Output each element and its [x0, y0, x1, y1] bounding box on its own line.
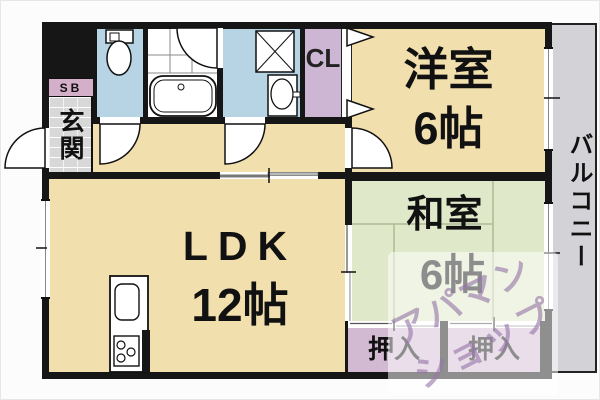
ldk-japanese-fusuma-icon — [341, 225, 356, 321]
balcony-area — [552, 23, 597, 373]
watermark: アパマン ショップ — [385, 248, 561, 397]
closet-cl-label: CL — [305, 43, 341, 73]
shoe-box: SB — [49, 78, 93, 97]
swing-doors — [4, 27, 393, 169]
kitchen-sink-icon — [114, 283, 140, 321]
toilet-icon — [105, 29, 134, 76]
western-room-door-swing-icon — [351, 127, 393, 169]
western-room-door-opening — [345, 128, 352, 168]
closet-folding-door — [341, 29, 352, 117]
watermark-text: アパマン ショップ — [372, 239, 575, 400]
entrance-door-swing-icon — [4, 127, 46, 169]
japanese-room-name: 和室 — [406, 194, 483, 236]
washbasin-icon — [267, 74, 301, 117]
closet-cl — [305, 29, 341, 117]
toilet-door-swing-icon — [99, 123, 141, 165]
bathtub-icon — [149, 75, 217, 117]
kitchen-unit — [109, 275, 150, 373]
toilet-door-opening — [100, 117, 140, 124]
ldk-name: LDK — [182, 223, 298, 269]
shoe-box-label: SB — [59, 80, 83, 95]
ldk-size: 12帖 — [191, 279, 289, 331]
western-room-name: 洋室 — [403, 44, 494, 95]
washing-machine-pan-icon — [255, 30, 295, 73]
ldk-window-icon — [36, 199, 50, 299]
hall-ldk-sliding-door-icon — [220, 168, 319, 183]
folding-door-icon — [346, 26, 376, 120]
balcony-label: バルコニー — [565, 132, 592, 272]
bath-door-swing-icon — [176, 27, 218, 69]
washroom-door-opening — [225, 117, 265, 124]
western-room-size: 6帖 — [413, 103, 484, 154]
entrance-label: 玄関 — [56, 107, 84, 162]
kitchen-wall-stub — [142, 330, 150, 372]
western-room-balcony-window-icon — [544, 47, 560, 151]
bath-door-opening — [217, 28, 223, 68]
entrance: 玄関 — [49, 97, 93, 172]
washroom-door-swing-icon — [224, 123, 266, 165]
ldk-room — [49, 179, 345, 372]
